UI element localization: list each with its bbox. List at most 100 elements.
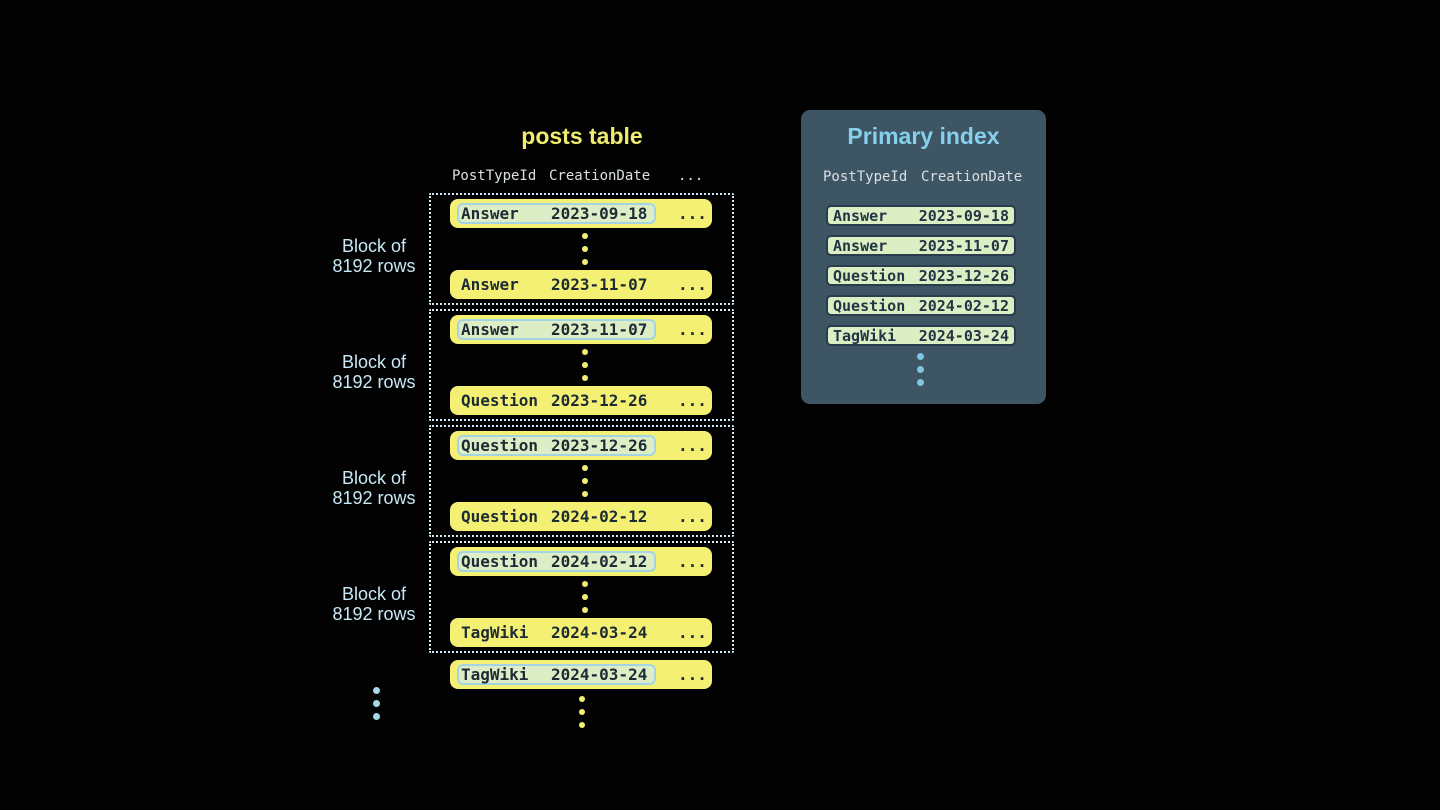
row-more-columns-ellipsis: ...: [678, 623, 707, 642]
block-label-line: 8192 rows: [332, 604, 416, 624]
posts-table-block: Question 2023-12-26... Question 2024-02-12.…: [429, 425, 734, 537]
dot: [372, 687, 380, 694]
block-label-line: Block of: [341, 584, 407, 604]
creation-date-value: 2024-02-12: [551, 552, 648, 571]
index-row: Question 2024-02-12: [826, 295, 1016, 316]
posts-table-row: Question 2023-12-26...: [450, 386, 712, 415]
post-type-value: Answer: [461, 275, 519, 294]
post-type-value: Question: [461, 391, 539, 410]
posts-table-row: Answer 2023-11-07...: [450, 315, 712, 344]
row-more-columns-ellipsis: ...: [678, 275, 707, 294]
dot: [916, 353, 924, 360]
dot: [582, 349, 588, 355]
row-highlight-cell: [457, 319, 656, 340]
dot: [582, 607, 588, 613]
row-more-columns-ellipsis: ...: [678, 552, 707, 571]
posts-table-row: TagWiki 2024-03-24...: [450, 618, 712, 647]
creation-date-value: 2023-09-18: [551, 204, 648, 223]
posts-table-row: Answer 2023-11-07...: [450, 270, 712, 299]
dot: [582, 233, 588, 239]
block-label-line: 8192 rows: [332, 488, 416, 508]
block-label-line: Block of: [341, 352, 407, 372]
posts-table-title: posts table: [521, 123, 643, 149]
dot: [579, 709, 585, 715]
index-column-header-posttypeid: PostTypeId: [823, 169, 908, 185]
post-type-value: TagWiki: [833, 326, 897, 345]
post-type-value: Question: [833, 296, 906, 315]
post-type-value: Answer: [833, 236, 888, 255]
creation-date-value: 2024-03-24: [551, 623, 648, 642]
dot: [372, 713, 380, 720]
post-type-value: Answer: [461, 320, 519, 339]
block-label-line: 8192 rows: [332, 256, 416, 276]
post-type-value: Answer: [833, 206, 888, 225]
creation-date-value: 2024-02-12: [551, 507, 648, 526]
creation-date-value: 2024-03-24: [551, 665, 648, 684]
dot: [582, 246, 588, 252]
post-type-value: Question: [833, 266, 906, 285]
row-highlight-cell: [457, 435, 656, 456]
primary-index-title: Primary index: [847, 123, 1000, 149]
dot: [582, 581, 588, 587]
creation-date-value: 2023-12-26: [551, 436, 648, 455]
row-more-columns-ellipsis: ...: [678, 204, 707, 223]
hidden-rows-dots: [579, 465, 591, 504]
block-label-line: 8192 rows: [332, 372, 416, 392]
creation-date-value: 2023-12-26: [551, 391, 648, 410]
post-type-value: TagWiki: [461, 665, 529, 684]
dot: [582, 491, 588, 497]
primary-index-panel: Primary index PostTypeId CreationDate An…: [801, 110, 1046, 404]
dot: [372, 700, 380, 707]
row-more-columns-ellipsis: ...: [678, 436, 707, 455]
hidden-rows-dots: [579, 349, 591, 388]
posts-table-block: Answer 2023-11-07... Question 2023-12-26...: [429, 309, 734, 421]
creation-date-value: 2024-03-24: [918, 326, 1009, 345]
row-more-columns-ellipsis: ...: [678, 320, 707, 339]
block-label-line: Block of: [341, 236, 407, 256]
index-column-header-creationdate: CreationDate: [921, 169, 1023, 185]
row-more-columns-ellipsis: ...: [678, 391, 707, 410]
more-rows-dots: [576, 696, 588, 735]
block-label-line: Block of: [341, 468, 407, 488]
creation-date-value: 2023-11-07: [551, 275, 648, 294]
post-type-value: Question: [461, 436, 539, 455]
index-row: Answer 2023-11-07: [826, 235, 1016, 256]
dot: [579, 722, 585, 728]
index-row: TagWiki 2024-03-24: [826, 325, 1016, 346]
creation-date-value: 2023-11-07: [918, 236, 1009, 255]
index-row: Answer 2023-09-18: [826, 205, 1016, 226]
posts-more-columns-ellipsis: ...: [678, 168, 704, 184]
post-type-value: Question: [461, 507, 539, 526]
row-highlight-cell: [457, 664, 656, 685]
dot: [916, 379, 924, 386]
posts-column-header-creationdate: CreationDate: [549, 168, 651, 184]
hidden-rows-dots: [579, 581, 591, 620]
dot: [582, 362, 588, 368]
posts-table-row: Question 2024-02-12...: [450, 502, 712, 531]
dot: [582, 478, 588, 484]
creation-date-value: 2024-02-12: [918, 296, 1009, 315]
post-type-value: TagWiki: [461, 623, 529, 642]
row-more-columns-ellipsis: ...: [678, 507, 707, 526]
more-index-entries-dots: [914, 353, 926, 392]
posts-column-header-posttypeid: PostTypeId: [452, 168, 537, 184]
row-highlight-cell: [457, 203, 656, 224]
creation-date-value: 2023-11-07: [551, 320, 648, 339]
posts-table-row: Answer 2023-09-18...: [450, 199, 712, 228]
dot: [582, 594, 588, 600]
dot: [582, 375, 588, 381]
dot: [916, 366, 924, 373]
dot: [579, 696, 585, 702]
creation-date-value: 2023-09-18: [918, 206, 1009, 225]
more-blocks-dots: [370, 687, 382, 726]
post-type-value: Answer: [461, 204, 519, 223]
